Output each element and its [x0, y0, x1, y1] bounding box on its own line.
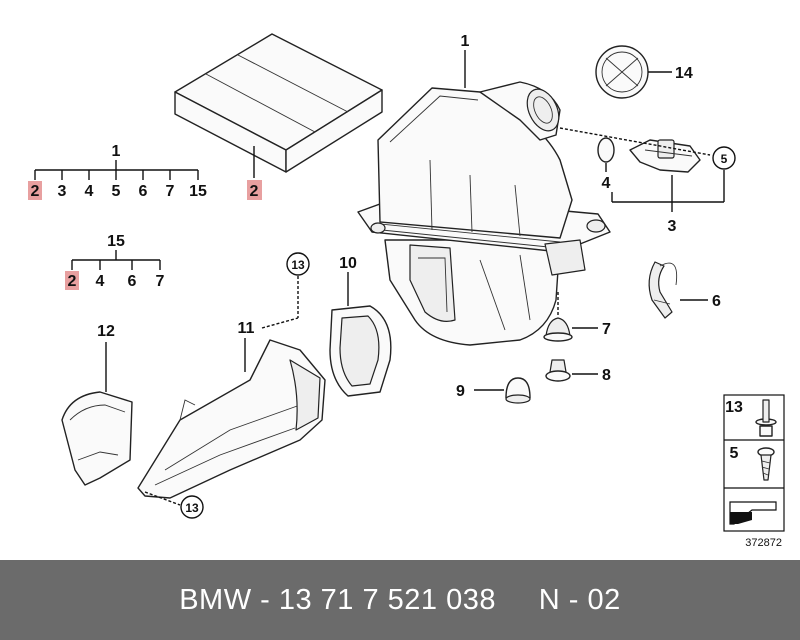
footer-banner: BMW - 13 71 7 521 038 N - 02 — [0, 560, 800, 640]
screw-icon — [757, 447, 775, 481]
callout-9[interactable]: 9 — [456, 383, 465, 400]
callout-6[interactable]: 6 — [712, 293, 721, 310]
callout-12[interactable]: 12 — [97, 323, 115, 340]
air-mass-sensor-part-3[interactable] — [629, 139, 701, 173]
seal-ring-part-4[interactable] — [597, 137, 615, 163]
intake-seal-part-10[interactable] — [329, 305, 392, 397]
tree-1-child-7[interactable]: 7 — [166, 183, 175, 200]
callout-13-top[interactable]: 13 — [291, 258, 305, 272]
callout-10[interactable]: 10 — [339, 255, 357, 272]
callout-7[interactable]: 7 — [602, 321, 611, 338]
highlight-2-filter — [247, 180, 262, 200]
callout-13-top-circle — [286, 252, 310, 276]
callout-13-bottom[interactable]: 13 — [185, 501, 199, 515]
air-guide-part-12[interactable] — [61, 391, 133, 486]
tree-15-child-2[interactable]: 2 — [68, 273, 77, 290]
tree-1-child-3[interactable]: 3 — [58, 183, 67, 200]
tree-1-child-5[interactable]: 5 — [112, 183, 121, 200]
tree-1-child-15[interactable]: 15 — [189, 183, 207, 200]
rubber-mount-part-7[interactable] — [543, 317, 573, 342]
part-number-text: BMW - 13 71 7 521 038 N - 02 — [179, 583, 621, 616]
callout-11[interactable]: 11 — [238, 320, 255, 337]
direction-arrow-icon — [729, 501, 777, 525]
bolt-icon — [755, 399, 777, 437]
callout-8[interactable]: 8 — [602, 367, 611, 384]
tree-15-child-4[interactable]: 4 — [96, 273, 105, 290]
tree-1-child-6[interactable]: 6 — [139, 183, 148, 200]
callout-14[interactable]: 14 — [675, 65, 693, 82]
tree-15-child-7[interactable]: 7 — [156, 273, 165, 290]
callout-5-circle — [712, 146, 736, 170]
legend-5[interactable]: 5 — [730, 445, 739, 462]
callout-3[interactable]: 3 — [668, 218, 677, 235]
kit-tree-15: 15 2 4 6 7 — [65, 233, 165, 290]
callout-1-housing[interactable]: 1 — [461, 33, 470, 50]
tree-15-child-6[interactable]: 6 — [128, 273, 137, 290]
callout-2-filter[interactable]: 2 — [250, 183, 259, 200]
reference-number: 372872 — [745, 537, 782, 549]
intake-duct-part-11[interactable] — [137, 339, 326, 499]
callout-5[interactable]: 5 — [721, 152, 728, 166]
tree-15-root[interactable]: 15 — [107, 233, 125, 250]
tree-1-child-2[interactable]: 2 — [31, 183, 40, 200]
callout-13-bottom-circle — [180, 495, 204, 519]
parts-diagram: 2 1 2 3 4 5 6 7 15 15 2 4 6 7 — [28, 33, 785, 549]
grommet-part-14[interactable] — [595, 45, 649, 99]
air-filter-housing[interactable] — [357, 81, 611, 346]
clamp-part-6[interactable] — [648, 261, 678, 319]
rubber-buffer-part-8[interactable] — [545, 359, 571, 382]
fastener-legend: 13 5 — [723, 394, 785, 532]
kit-tree-1: 1 2 3 4 5 6 7 15 — [28, 143, 207, 200]
air-filter-element[interactable] — [174, 33, 383, 173]
tree-1-root[interactable]: 1 — [112, 143, 121, 160]
tree-1-child-4[interactable]: 4 — [85, 183, 94, 200]
callout-4[interactable]: 4 — [602, 175, 611, 192]
cap-part-9[interactable] — [505, 377, 531, 404]
legend-13[interactable]: 13 — [725, 399, 743, 416]
